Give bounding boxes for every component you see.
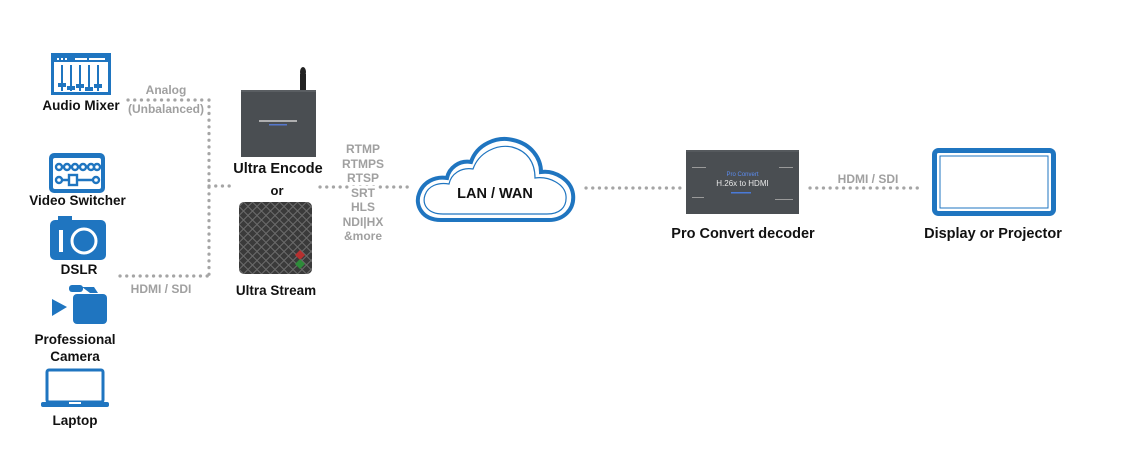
- source-label-video-switcher: Video Switcher: [29, 193, 126, 208]
- network-cloud: LAN / WAN: [413, 134, 577, 224]
- source-label-dslr: DSLR: [60, 262, 98, 277]
- hdmi-sdi-input-label: HDMI / SDI: [130, 282, 192, 296]
- decoder-device-brand: Pro Convert: [726, 172, 759, 178]
- ultra-encode-image: [241, 67, 316, 157]
- network-label: LAN / WAN: [457, 186, 533, 202]
- analog-label-line2: (Unbalanced): [127, 102, 204, 116]
- protocol-item: RTSP: [346, 171, 379, 185]
- analog-connection-label: Analog: [128, 83, 204, 98]
- protocol-item: RTMPS: [342, 156, 384, 171]
- protocol-item: HLS: [351, 200, 375, 214]
- laptop-icon: [41, 368, 109, 407]
- analog-label-line1: Analog: [145, 83, 187, 97]
- video-switcher-icon: [49, 153, 105, 193]
- ultra-stream-image: [239, 202, 312, 274]
- source-label-audio-mixer: Audio Mixer: [42, 98, 120, 113]
- ultra-encode-device: [241, 66, 317, 158]
- pro-convert-decoder-device: Pro Convert H.26x to HDMI: [686, 150, 799, 214]
- protocol-item: &more: [343, 229, 382, 243]
- protocol-item: NDI|HX: [342, 214, 384, 229]
- protocol-list: RTMP RTMPS RTSP SRT HLS NDI|HX &more: [330, 142, 396, 244]
- protocol-item: RTMP: [346, 142, 380, 156]
- display-icon: [932, 148, 1056, 216]
- display-device: [932, 148, 1056, 216]
- protocol-item: SRT: [349, 185, 377, 200]
- source-audio-mixer: [51, 53, 111, 95]
- ultra-stream-device: [239, 202, 312, 274]
- source-label-laptop: Laptop: [52, 413, 98, 428]
- audio-mixer-icon: [51, 53, 111, 95]
- pro-camera-icon: [52, 285, 107, 324]
- ultra-stream-label: Ultra Stream: [235, 283, 317, 298]
- pro-convert-decoder-label: Pro Convert decoder: [671, 226, 815, 242]
- source-video-switcher: [49, 153, 105, 193]
- source-dslr: [50, 216, 106, 260]
- pro-convert-image: [686, 150, 799, 214]
- dslr-camera-icon: [50, 216, 106, 260]
- source-professional-camera: [52, 285, 108, 325]
- source-label-professional-camera: Professional Camera: [20, 331, 130, 365]
- cloud-icon: [415, 137, 576, 222]
- source-laptop: [41, 368, 109, 408]
- label-line: Professional: [34, 332, 116, 347]
- display-label: Display or Projector: [924, 226, 1062, 242]
- label-line: Camera: [50, 349, 100, 364]
- or-label: or: [270, 183, 284, 198]
- ultra-encode-label: Ultra Encode: [233, 161, 323, 177]
- unbalanced-connection-label: (Unbalanced): [122, 102, 210, 117]
- hdmi-sdi-output-label: HDMI / SDI: [837, 172, 899, 186]
- decoder-device-title: H.26x to HDMI: [716, 179, 769, 188]
